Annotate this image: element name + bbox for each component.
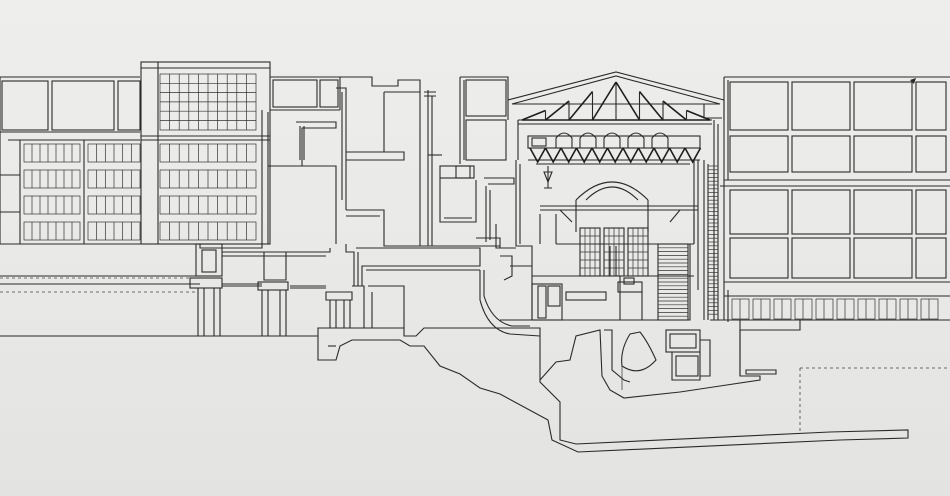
crane-lattice [575, 147, 593, 164]
base-window [878, 298, 897, 320]
roof-truss [521, 81, 711, 121]
north-marker [910, 78, 916, 84]
facade-panel [791, 135, 851, 173]
crane-lattice [560, 147, 578, 164]
truss-diagonal [521, 109, 546, 121]
facade-panel [853, 81, 913, 131]
facade-panel [853, 237, 913, 279]
left-window-grid-2 [87, 143, 141, 241]
crane-lattice [544, 147, 562, 164]
left-background-facade [0, 76, 141, 245]
gantry-crane [527, 132, 702, 184]
base-window [899, 298, 918, 320]
base-window [857, 298, 876, 320]
truss-diagonal [544, 100, 570, 121]
base-window [836, 298, 855, 320]
facade-panel [915, 189, 947, 235]
crane-lattice [529, 147, 547, 164]
crane-lattice [622, 147, 640, 164]
truss-diagonal [615, 81, 641, 121]
underground-foundation [317, 270, 950, 453]
base-window [794, 298, 813, 320]
lower-left-foundations [0, 243, 405, 337]
crane-hoist [627, 132, 645, 148]
facade-panel [853, 189, 913, 235]
window-pane [23, 221, 81, 241]
facade-panel [729, 189, 789, 235]
facade-panel [791, 237, 851, 279]
pipe-runs [0, 243, 500, 287]
hall-side-rooms [439, 165, 516, 249]
tall-block-top-windows [159, 73, 257, 131]
window-pane [23, 195, 81, 215]
crane-hoist [603, 132, 621, 148]
tall-left-block [140, 61, 271, 245]
hall-arched-windows [556, 227, 694, 277]
lower-hall-rooms [500, 244, 691, 321]
tall-block-lower-windows [159, 143, 257, 241]
crane-lattice [637, 147, 655, 164]
right-facade-base-windows [731, 298, 939, 320]
right-facade-panels [729, 81, 947, 279]
truss-diagonal [662, 100, 688, 121]
crane-girder [527, 135, 701, 149]
base-window [773, 298, 792, 320]
crane-cab [531, 137, 547, 147]
mid-left-structure [261, 76, 442, 247]
facade-panel [791, 189, 851, 235]
truss-diagonal [638, 90, 664, 121]
facade-panel [915, 237, 947, 279]
crane-lattice [684, 147, 702, 164]
crane-hoist [651, 132, 669, 148]
facade-panel [853, 135, 913, 173]
facade-panel [791, 81, 851, 131]
facade-panel [729, 81, 789, 131]
crane-lattice [591, 147, 609, 164]
base-window [752, 298, 771, 320]
truss-diagonal [568, 90, 594, 121]
window-pane [23, 143, 81, 163]
base-window [920, 298, 939, 320]
facade-panel [729, 135, 789, 173]
truss-diagonal [686, 109, 711, 121]
window-pane [23, 169, 81, 189]
facade-panel [729, 237, 789, 279]
truss-diagonal [591, 81, 617, 121]
right-background-facade [720, 76, 950, 322]
left-window-grid-1 [23, 143, 81, 241]
vertical-ladder [708, 165, 718, 315]
central-stair [657, 243, 689, 321]
facade-panel [915, 81, 947, 131]
crane-lattice [606, 147, 624, 164]
base-window [815, 298, 834, 320]
facade-panel [915, 135, 947, 173]
crane-hook [543, 171, 553, 184]
base-window [731, 298, 750, 320]
crane-lattice [653, 147, 671, 164]
crane-lattice [668, 147, 686, 164]
crane-hoist [555, 132, 573, 148]
crane-hoist [579, 132, 597, 148]
